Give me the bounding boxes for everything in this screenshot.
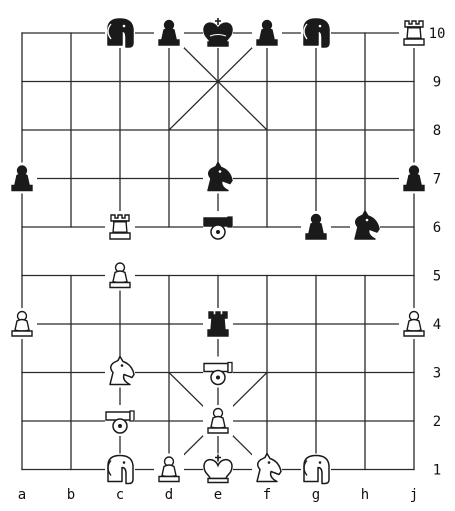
pawn-base: [404, 186, 424, 191]
file-label: d: [165, 487, 173, 503]
white-pawn-piece[interactable]: [7, 308, 37, 339]
pawn-body: [162, 29, 176, 41]
white-elephant-piece[interactable]: [301, 454, 331, 485]
elephant-body: [108, 456, 133, 484]
pawn-body: [407, 174, 421, 186]
black-elephant-piece[interactable]: [105, 17, 135, 48]
elephant-body: [304, 19, 329, 47]
rook-body: [113, 221, 127, 233]
file-label: h: [361, 487, 369, 503]
pawn-body: [407, 320, 421, 332]
pawn-base: [12, 186, 32, 191]
pawn-body: [15, 174, 29, 186]
rank-label: 3: [433, 366, 441, 382]
pawn-base: [159, 40, 179, 45]
black-king-piece[interactable]: [203, 17, 233, 48]
cannon-hub: [216, 230, 220, 234]
rook-top: [111, 215, 129, 221]
black-rook-piece[interactable]: [203, 308, 233, 339]
cannon-hub: [118, 424, 122, 428]
king-base: [208, 42, 228, 46]
pawn-body: [211, 417, 225, 429]
white-pawn-piece[interactable]: [399, 308, 429, 339]
rank-labels: 1 2 3 4 5 6 7 8 9 10: [429, 26, 446, 479]
rook-base: [208, 330, 228, 336]
file-label: c: [116, 487, 124, 503]
rook-base: [110, 233, 130, 239]
black-elephant-piece[interactable]: [301, 17, 331, 48]
rank-label: 6: [433, 220, 441, 236]
rook-body: [211, 318, 225, 330]
white-knight-piece[interactable]: [252, 454, 282, 485]
white-king-piece[interactable]: [203, 454, 233, 485]
elephant-body: [108, 19, 133, 47]
white-rook-piece[interactable]: [399, 17, 429, 48]
elephant-eye: [319, 461, 322, 464]
cannon-muzzle: [130, 411, 134, 421]
pawn-body: [15, 320, 29, 332]
cannon-muzzle: [228, 217, 232, 227]
rook-top: [209, 312, 227, 318]
white-pawn-piece[interactable]: [105, 260, 135, 291]
white-elephant-piece[interactable]: [105, 454, 135, 485]
black-knight-piece[interactable]: [203, 163, 233, 194]
pawn-base: [159, 477, 179, 482]
knight-eye: [219, 170, 222, 173]
rank-label: 2: [433, 414, 441, 430]
file-label: b: [67, 487, 75, 503]
pawn-base: [208, 428, 228, 433]
file-label: a: [18, 487, 26, 503]
pawn-base: [12, 331, 32, 336]
rank-label: 1: [433, 463, 441, 479]
black-pawn-piece[interactable]: [252, 17, 282, 48]
file-label: e: [214, 487, 222, 503]
pawn-body: [309, 223, 323, 235]
pawn-body: [260, 29, 274, 41]
file-label: g: [312, 487, 320, 503]
white-knight-piece[interactable]: [105, 357, 135, 388]
black-pawn-piece[interactable]: [7, 163, 37, 194]
rook-top: [405, 21, 423, 27]
king-base: [208, 479, 228, 483]
white-pawn-piece[interactable]: [154, 454, 184, 485]
pawn-base: [404, 331, 424, 336]
pawn-base: [306, 234, 326, 239]
rook-body: [407, 27, 421, 39]
black-pawn-piece[interactable]: [399, 163, 429, 194]
rank-label: 9: [433, 75, 441, 91]
pawn-body: [162, 465, 176, 477]
white-cannon-piece[interactable]: [203, 357, 233, 388]
pawn-base: [257, 40, 277, 45]
knight-eye: [121, 364, 124, 367]
rank-label: 5: [433, 269, 441, 285]
black-cannon-piece[interactable]: [203, 211, 233, 242]
rank-label: 8: [433, 123, 441, 139]
black-knight-piece[interactable]: [350, 211, 380, 242]
elephant-eye: [319, 25, 322, 28]
rook-base: [404, 39, 424, 45]
file-label: f: [263, 487, 271, 503]
file-label: j: [410, 487, 418, 503]
rank-label: 10: [429, 26, 446, 42]
white-pawn-piece[interactable]: [203, 405, 233, 436]
elephant-eye: [123, 461, 126, 464]
cannon-hub: [216, 376, 220, 380]
elephant-eye: [123, 25, 126, 28]
rank-label: 7: [433, 172, 441, 188]
knight-eye: [268, 461, 271, 464]
cannon-muzzle: [228, 363, 232, 373]
white-rook-piece[interactable]: [105, 211, 135, 242]
white-cannon-piece[interactable]: [105, 405, 135, 436]
pawn-base: [110, 283, 130, 288]
black-pawn-piece[interactable]: [154, 17, 184, 48]
board-grid: [22, 33, 414, 470]
pawn-body: [113, 271, 127, 283]
black-pawn-piece[interactable]: [301, 211, 331, 242]
knight-eye: [366, 219, 369, 222]
rank-label: 4: [433, 317, 441, 333]
elephant-body: [304, 456, 329, 484]
